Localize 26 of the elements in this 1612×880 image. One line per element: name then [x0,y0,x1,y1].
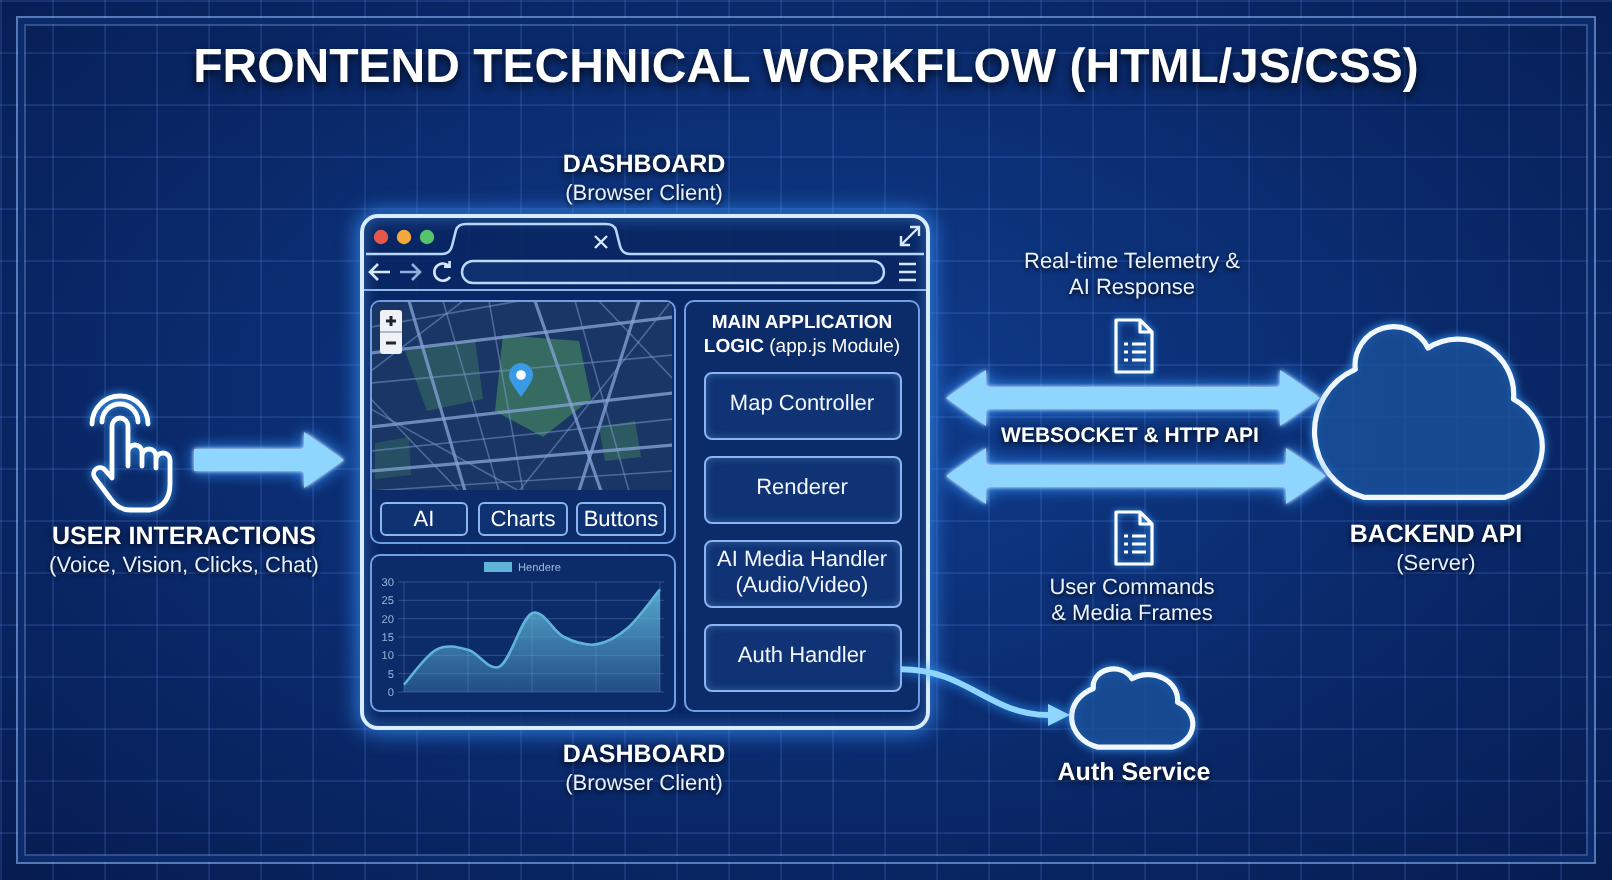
module-box: Renderer [703,455,901,523]
app-button: AI [380,502,468,536]
panel-heading: MAIN APPLICATION LOGIC (app.js Module) [701,312,903,360]
node-title: USER INTERACTIONS [52,522,316,552]
node-subtitle: (Server) [1396,550,1476,578]
logic-panel [684,300,920,712]
node-subtitle: (Browser Client) [565,770,723,798]
double-block-arrow [946,448,1326,504]
block-arrow [194,432,344,488]
node-title: DASHBOARD [562,740,726,770]
module-box: Auth Handler [703,623,901,691]
channel-label: WEBSOCKET & HTTP API [1001,424,1259,450]
double-block-arrow [946,370,1320,426]
curved-arrow [900,666,1070,726]
module-box: AI Media Handler (Audio/Video) [703,539,901,607]
node-title: BACKEND API [1349,520,1523,550]
annotation-text: Real-time Telemetry & AI Response [1024,250,1240,302]
app-button: Buttons [576,502,666,536]
node-subtitle: (Voice, Vision, Clicks, Chat) [49,552,319,580]
node-title: DASHBOARD [562,150,726,180]
node-title: Auth Service [1057,758,1211,788]
module-box: Map Controller [703,371,901,439]
annotation-text: User Commands & Media Frames [1048,576,1216,628]
diagram-title: FRONTEND TECHNICAL WORKFLOW (HTML/JS/CSS) [193,40,1419,96]
app-button: Charts [478,502,568,536]
node-subtitle: (Browser Client) [565,180,723,208]
